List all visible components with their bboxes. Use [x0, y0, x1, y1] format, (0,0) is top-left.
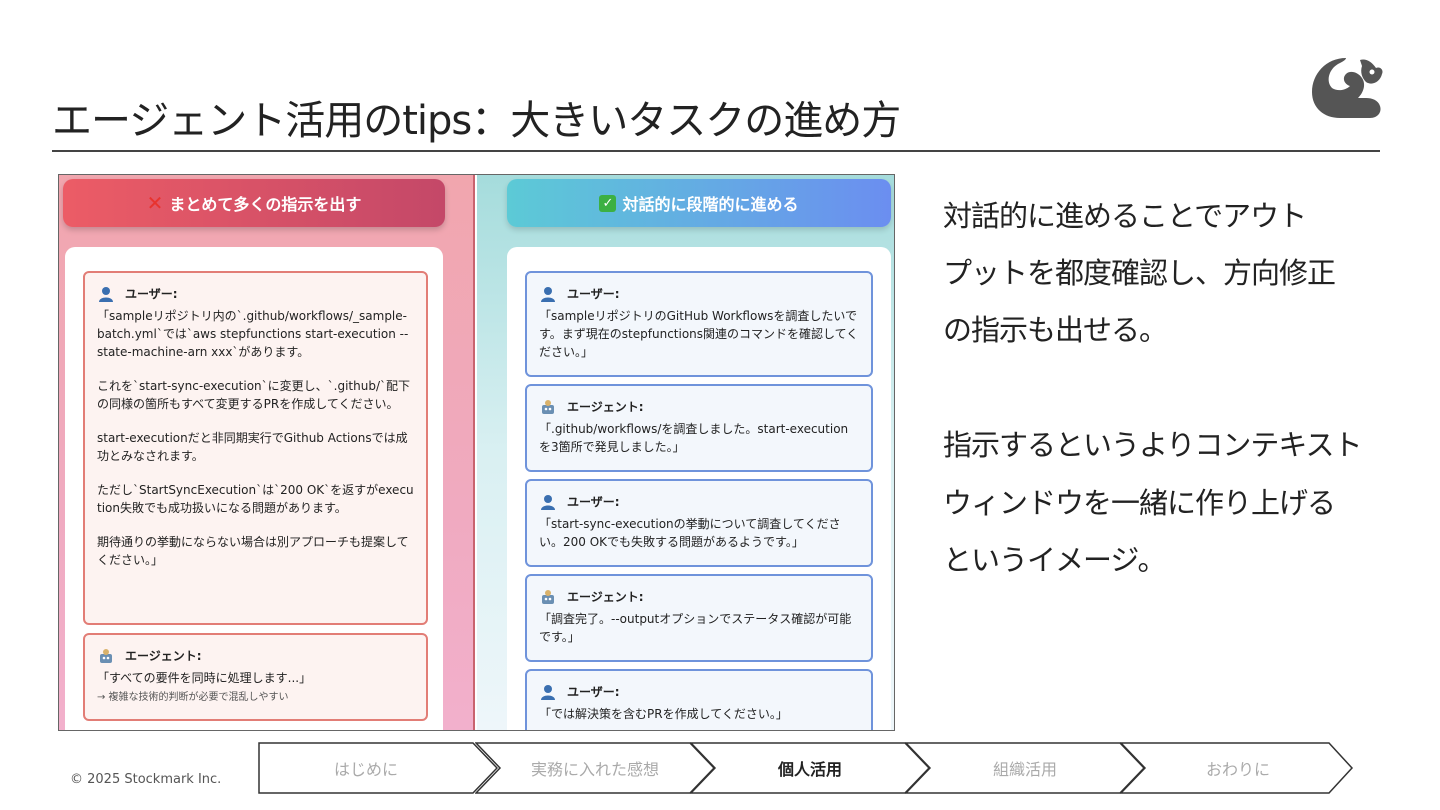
nav-item-closing[interactable]: おわりに	[1120, 742, 1354, 794]
user-icon	[541, 685, 555, 700]
chat-comparison-image: ✕ まとめて多くの指示を出す ユーザー: 「sampleリポジトリ内の`.git…	[58, 174, 895, 731]
user-message: ユーザー: 「start-sync-executionの挙動について調査してくだ…	[525, 479, 873, 567]
robot-icon	[542, 400, 554, 414]
side-text-line: というイメージ。	[943, 543, 1167, 577]
slide-title: エージェント活用のtips：大きいタスクの進め方	[52, 98, 901, 144]
user-message: ユーザー: 「sampleリポジトリのGitHub Workflowsを調査した…	[525, 271, 873, 377]
nav-label: はじめに	[333, 760, 398, 779]
side-text-line: プットを都度確認し、方向修正	[943, 256, 1336, 290]
speaker-label: エージェント:	[125, 649, 202, 663]
chat-card: ユーザー: 「sampleリポジトリのGitHub Workflowsを調査した…	[507, 247, 891, 730]
speaker-label: エージェント:	[567, 400, 644, 414]
message-text: 「start-sync-executionの挙動について調査してください。200…	[539, 517, 841, 549]
nav-item-intro[interactable]: はじめに	[258, 742, 498, 794]
agent-message: エージェント: 「.github/workflows/を調査しました。start…	[525, 384, 873, 472]
nav-label: 個人活用	[777, 760, 842, 779]
nav-item-personal-use[interactable]: 個人活用	[690, 742, 930, 794]
message-note: → 複雑な技術的判断が必要で混乱しやすい	[97, 692, 289, 703]
speaker-row: ユーザー:	[539, 285, 859, 303]
nav-label: 組織活用	[992, 760, 1057, 779]
agent-message: エージェント: 「すべての要件を同時に処理します...」 → 複雑な技術的判断が…	[83, 633, 428, 721]
chat-card: ユーザー: 「sampleリポジトリ内の`.github/workflows/_…	[65, 247, 443, 730]
section-nav: はじめに 実務に入れた感想 個人活用 組織活用 おわりに	[258, 742, 1354, 794]
batch-instruction-heading-label: まとめて多くの指示を出す	[169, 195, 362, 214]
cross-mark-icon: ✕	[146, 191, 164, 215]
speaker-label: ユーザー:	[567, 685, 620, 699]
nav-label: おわりに	[1205, 760, 1270, 779]
user-icon	[99, 287, 113, 302]
side-text-line: の指示も出せる。	[943, 313, 1168, 347]
speaker-label: ユーザー:	[125, 287, 178, 301]
interactive-heading: ✓ 対話的に段階的に進める	[507, 179, 891, 227]
speaker-label: エージェント:	[567, 590, 644, 604]
user-icon	[541, 495, 555, 510]
nav-item-impressions[interactable]: 実務に入れた感想	[475, 742, 715, 794]
batch-instruction-panel: ✕ まとめて多くの指示を出す ユーザー: 「sampleリポジトリ内の`.git…	[59, 175, 475, 730]
robot-icon	[100, 649, 112, 663]
message-paragraph: 期待通りの挙動にならない場合は別アプローチも提案してください。」	[97, 535, 409, 567]
message-text: 「すべての要件を同時に処理します...」	[97, 671, 312, 685]
speaker-row: エージェント:	[97, 647, 414, 665]
side-text-line: 指示するというよりコンテキスト	[943, 428, 1363, 462]
agent-message: エージェント: 「調査完了。--outputオプションでステータス確認が可能です…	[525, 574, 873, 662]
speaker-label: ユーザー:	[567, 495, 620, 509]
nav-item-org-use[interactable]: 組織活用	[905, 742, 1145, 794]
message-paragraph: これを`start-sync-execution`に変更し、`.github/`…	[97, 379, 410, 411]
speaker-row: エージェント:	[539, 398, 859, 416]
check-mark-icon: ✓	[599, 194, 617, 212]
speaker-label: ユーザー:	[567, 287, 620, 301]
message-text: 「.github/workflows/を調査しました。start-executi…	[539, 422, 849, 454]
speaker-row: ユーザー:	[539, 683, 859, 701]
side-text-line: 対話的に進めることでアウト	[943, 199, 1307, 233]
message-paragraph: start-executionだと非同期実行でGithub Actionsでは成…	[97, 431, 408, 463]
robot-icon	[542, 590, 554, 604]
message-paragraph: ただし`StartSyncExecution`は`200 OK`を返すがexec…	[97, 483, 414, 515]
interactive-panel: ✓ 対話的に段階的に進める ユーザー: 「sampleリポジトリのGitHub …	[477, 175, 894, 730]
message-text: 「sampleリポジトリのGitHub Workflowsを調査したいです。まず…	[539, 309, 859, 359]
interactive-heading-label: 対話的に段階的に進める	[622, 195, 799, 214]
squirrel-logo-icon	[1312, 58, 1383, 118]
nav-label: 実務に入れた感想	[530, 760, 659, 779]
batch-instruction-heading: ✕ まとめて多くの指示を出す	[63, 179, 445, 227]
user-message: ユーザー: 「sampleリポジトリ内の`.github/workflows/_…	[83, 271, 428, 625]
speaker-row: ユーザー:	[97, 285, 414, 303]
user-icon	[541, 287, 555, 302]
copyright: © 2025 Stockmark Inc.	[70, 772, 222, 787]
speaker-row: ユーザー:	[539, 493, 859, 511]
user-message: ユーザー: 「では解決策を含むPRを作成してください。」	[525, 669, 873, 730]
message-text: 「調査完了。--outputオプションでステータス確認が可能です。」	[539, 612, 852, 644]
message-text: 「では解決策を含むPRを作成してください。」	[539, 707, 788, 721]
title-divider	[52, 150, 1380, 152]
message-paragraph: 「sampleリポジトリ内の`.github/workflows/_sample…	[97, 309, 409, 359]
side-text-line: ウィンドウを一緒に作り上げる	[943, 486, 1336, 520]
speaker-row: エージェント:	[539, 588, 859, 606]
